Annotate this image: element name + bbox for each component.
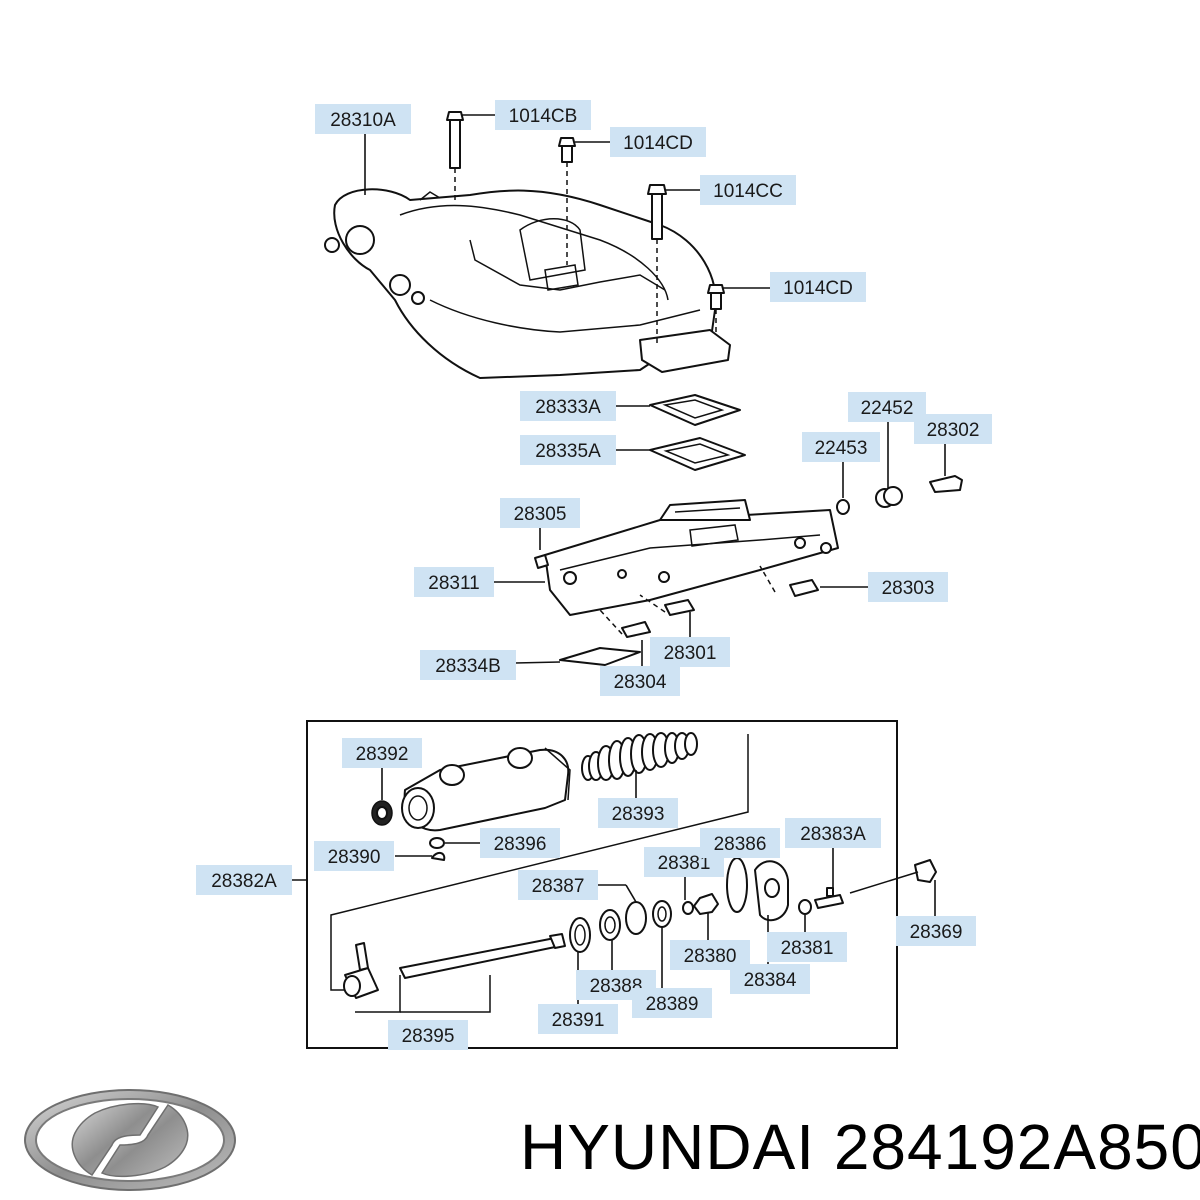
callout-28301: 28301 bbox=[650, 637, 730, 667]
callout-text: 28388 bbox=[590, 976, 643, 997]
callout-text: 1014CC bbox=[713, 181, 783, 202]
parts-diagram: 28310A 1014CB 1014CD 1014CC 1014CD 28333… bbox=[196, 100, 992, 1050]
callout-28391: 28391 bbox=[538, 1004, 618, 1034]
intake-manifold-drawing bbox=[324, 111, 731, 379]
callout-28388: 28388 bbox=[576, 970, 656, 1000]
callout-text: 28396 bbox=[494, 834, 547, 855]
callout-text: 28301 bbox=[664, 643, 717, 664]
callout-28389: 28389 bbox=[632, 988, 712, 1018]
callout-text: 28335A bbox=[535, 441, 601, 462]
callout-28311: 28311 bbox=[414, 567, 494, 597]
callout-text: 28392 bbox=[356, 744, 409, 765]
callout-text: 22452 bbox=[861, 398, 914, 419]
callout-28395: 28395 bbox=[388, 1020, 468, 1050]
callout-text: 28383A bbox=[800, 824, 866, 845]
callout-28303: 28303 bbox=[868, 572, 948, 602]
callout-text: 28334B bbox=[435, 656, 501, 677]
callout-28392: 28392 bbox=[342, 738, 422, 768]
callout-text: 28381 bbox=[658, 853, 711, 874]
callout-28384: 28384 bbox=[730, 964, 810, 994]
callout-labels: 28310A 1014CB 1014CD 1014CC 1014CD 28333… bbox=[196, 100, 992, 1050]
callout-text: 1014CD bbox=[783, 278, 853, 299]
callout-1014CC: 1014CC bbox=[700, 175, 796, 205]
callout-text: 28369 bbox=[910, 922, 963, 943]
callout-28335A: 28335A bbox=[520, 435, 616, 465]
callout-22452: 22452 bbox=[848, 392, 926, 422]
callout-28390: 28390 bbox=[314, 841, 394, 871]
callout-28310A: 28310A bbox=[315, 104, 411, 134]
callout-28396: 28396 bbox=[480, 828, 560, 858]
callout-28305: 28305 bbox=[500, 498, 580, 528]
callout-28381-lower: 28381 bbox=[767, 932, 847, 962]
callout-text: 22453 bbox=[815, 438, 868, 459]
callout-text: 28310A bbox=[330, 110, 396, 131]
lower-manifold-drawing bbox=[534, 475, 963, 666]
callout-text: 1014CB bbox=[509, 106, 578, 127]
cylinder-assembly-drawing bbox=[330, 732, 937, 1013]
leader-lines bbox=[290, 114, 946, 1008]
callout-28387: 28387 bbox=[518, 870, 598, 900]
callout-28393: 28393 bbox=[598, 798, 678, 828]
callout-text: 28302 bbox=[927, 420, 980, 441]
hyundai-logo-icon bbox=[24, 1089, 236, 1191]
callout-text: 28395 bbox=[402, 1026, 455, 1047]
callout-text: 1014CD bbox=[623, 133, 693, 154]
callout-28382A: 28382A bbox=[196, 865, 292, 895]
callout-text: 28387 bbox=[532, 876, 585, 897]
callout-text: 28304 bbox=[614, 672, 667, 693]
callout-text: 28303 bbox=[882, 578, 935, 599]
callout-text: 28384 bbox=[744, 970, 797, 991]
callout-1014CD-lower: 1014CD bbox=[770, 272, 866, 302]
callout-22453: 22453 bbox=[802, 432, 880, 462]
callout-text: 28333A bbox=[535, 397, 601, 418]
detail-frame bbox=[306, 720, 898, 1049]
gaskets-drawing bbox=[649, 394, 746, 471]
callout-text: 28380 bbox=[684, 946, 737, 967]
callout-text: 28381 bbox=[781, 938, 834, 959]
callout-28304: 28304 bbox=[600, 666, 680, 696]
callout-text: 28311 bbox=[428, 573, 479, 594]
callout-28369: 28369 bbox=[896, 916, 976, 946]
callout-text: 28389 bbox=[646, 994, 699, 1015]
callout-text: 28391 bbox=[552, 1010, 605, 1031]
callout-28333A: 28333A bbox=[520, 391, 616, 421]
callout-28383A: 28383A bbox=[785, 818, 881, 848]
part-number: 284192A850 bbox=[833, 1111, 1200, 1183]
callout-1014CD-upper: 1014CD bbox=[610, 127, 706, 157]
callout-28386: 28386 bbox=[700, 828, 780, 858]
callout-text: 28382A bbox=[211, 871, 277, 892]
brand-name: HYUNDAI bbox=[520, 1111, 816, 1183]
callout-1014CB: 1014CB bbox=[495, 100, 591, 130]
callout-text: 28305 bbox=[514, 504, 567, 525]
footer-part-title: HYUNDAI 284192A850 bbox=[520, 1110, 1200, 1184]
callout-text: 28386 bbox=[714, 834, 767, 855]
callout-28302: 28302 bbox=[914, 414, 992, 444]
callout-text: 28390 bbox=[328, 847, 381, 868]
callout-28334B: 28334B bbox=[420, 650, 516, 680]
callout-text: 28393 bbox=[612, 804, 665, 825]
